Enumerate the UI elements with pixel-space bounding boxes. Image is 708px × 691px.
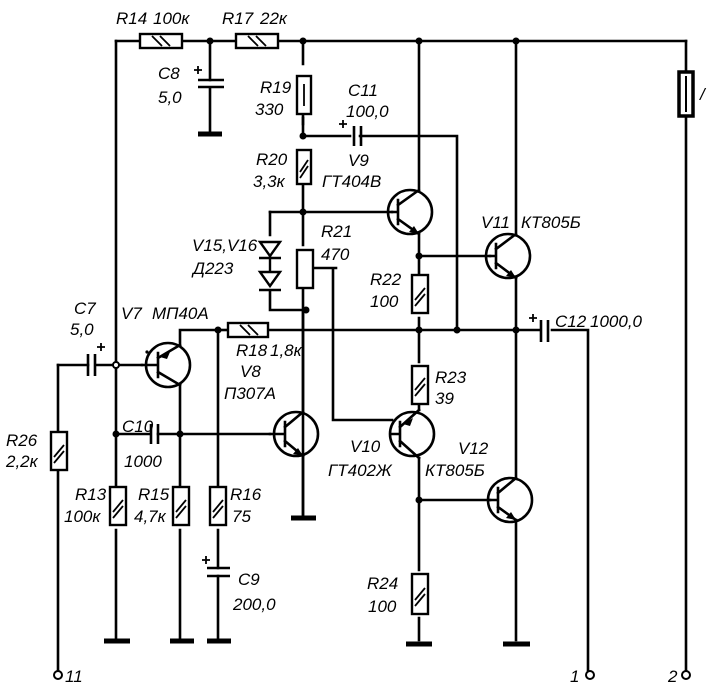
label-R14-value: 100к: [153, 9, 190, 28]
capacitor-C7: [86, 343, 105, 376]
label-R18-ref: R18: [236, 341, 268, 360]
label-V11-value: КТ805Б: [521, 213, 581, 232]
resistor-R16: [208, 485, 228, 527]
resistor-R22: [410, 273, 430, 315]
labels: R14 100к R17 22к C8 5,0 R19 330 C11 100,…: [5, 9, 707, 686]
label-V12-ref: V12: [458, 439, 489, 458]
label-V7-ref: V7: [121, 304, 142, 323]
transistor-V10: [388, 408, 436, 460]
label-R21-ref: R21: [321, 222, 352, 241]
label-R24-value: 100: [368, 597, 397, 616]
label-R26-ref: R26: [6, 431, 38, 450]
label-R15-value: 4,7к: [134, 507, 167, 526]
transistor-V8: [268, 410, 320, 458]
label-C7-value: 5,0: [70, 320, 94, 339]
transistor-V12: [486, 476, 534, 524]
label-R19-ref: R19: [260, 78, 292, 97]
label-C11-value: 100,0: [346, 102, 389, 121]
label-C9-value: 200,0: [232, 595, 276, 614]
transistor-V9: [386, 188, 434, 236]
terminal-1[interactable]: [585, 670, 595, 680]
resistor-R13: [108, 485, 128, 527]
resistor-R24: [410, 572, 430, 616]
label-R22-value: 100: [370, 292, 399, 311]
resistor-R26: [49, 430, 69, 472]
label-C11-ref: C11: [348, 81, 378, 100]
junctions: [112, 37, 520, 504]
resistor-R23: [410, 364, 430, 406]
label-V12-value: КТ805Б: [425, 461, 485, 480]
label-V7-value: МП40А: [152, 304, 209, 323]
label-C10-value: 1000: [124, 452, 162, 471]
label-R24-ref: R24: [367, 574, 398, 593]
label-R16-value: 75: [232, 507, 251, 526]
label-R13-value: 100к: [64, 507, 101, 526]
label-R23-ref: R23: [435, 368, 467, 387]
label-terminal-2: 2: [667, 667, 678, 686]
terminal-11[interactable]: [53, 670, 63, 680]
label-V10-value: ГТ402Ж: [328, 461, 393, 480]
capacitor-C8: [194, 66, 224, 89]
label-V9-value: ГТ404В: [322, 172, 381, 191]
resistor-R20: [295, 148, 313, 186]
resistor-R14: [138, 32, 184, 50]
label-R15-ref: R15: [138, 485, 170, 504]
label-R21-value: 470: [321, 245, 350, 264]
label-C12-value: 1000,0: [590, 312, 643, 331]
ground-symbols: [104, 131, 530, 647]
capacitor-C12: [529, 314, 550, 342]
wires: [56, 39, 688, 672]
resistor-R19: [295, 74, 313, 116]
label-R16-ref: R16: [230, 485, 262, 504]
label-V8-value: П307А: [224, 384, 276, 403]
label-R18-value: 1,8к: [270, 341, 303, 360]
label-R20-ref: R20: [256, 150, 288, 169]
terminal-2[interactable]: [681, 670, 691, 680]
label-V15V16-ref: V15,V16: [192, 236, 258, 255]
label-C9-ref: C9: [238, 570, 260, 589]
label-terminal-1: 1: [570, 667, 579, 686]
label-R22-ref: R22: [370, 270, 402, 289]
label-R17-value: 22к: [259, 9, 288, 28]
label-C10-ref: C10: [122, 417, 154, 436]
label-C8-ref: C8: [158, 64, 180, 83]
label-V8-ref: V8: [240, 362, 261, 381]
label-C7-ref: C7: [74, 299, 96, 318]
label-V10-ref: V10: [350, 437, 381, 456]
transistor-V7: [140, 341, 192, 389]
label-R26-value: 2,2к: [5, 452, 39, 471]
diodes-V15-V16: [257, 240, 283, 292]
capacitor-C9: [202, 556, 230, 578]
label-C8-value: 5,0: [158, 88, 182, 107]
capacitor-C10: [149, 424, 160, 444]
label-R19-value: 330: [255, 100, 284, 119]
capacitor-C11: [339, 120, 363, 146]
potentiometer-R21: [295, 248, 315, 290]
resistor-R15: [171, 485, 191, 527]
fuse: [677, 70, 695, 118]
label-R17-ref: R17: [222, 9, 254, 28]
resistor-R17: [234, 32, 280, 50]
resistor-R18: [226, 321, 270, 339]
label-R23-value: 39: [435, 389, 454, 408]
transistor-V11: [484, 232, 532, 280]
label-terminal-11: 11: [65, 667, 83, 686]
label-fuse-ref: /: [699, 85, 707, 104]
label-R14-ref: R14: [116, 9, 147, 28]
label-R13-ref: R13: [75, 485, 107, 504]
label-R20-value: 3,3к: [253, 172, 286, 191]
label-C12-ref: C12: [555, 312, 587, 331]
label-V15V16-value: Д223: [191, 259, 234, 278]
label-V9-ref: V9: [348, 151, 369, 170]
label-V11-ref: V11: [481, 213, 510, 232]
